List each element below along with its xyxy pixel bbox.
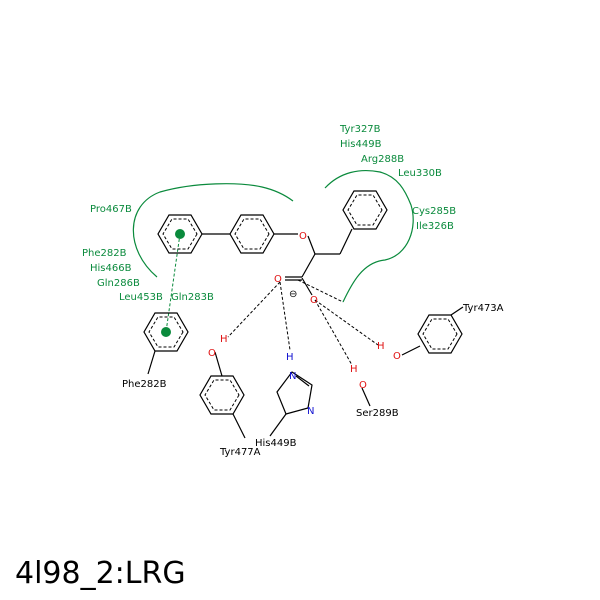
label-arg288b: Arg288B [361, 154, 404, 165]
tyr477-oxygen: O [208, 348, 216, 359]
ligand-ring-1 [157, 214, 203, 254]
tyr477-ring-aromatic [204, 379, 240, 411]
label-tyr477a: Tyr477A [219, 447, 261, 458]
his449-double-bond [295, 375, 310, 387]
label-gln286b: Gln286B [97, 278, 140, 289]
label-tyr473a: Tyr473A [462, 303, 504, 314]
label-gln283b: Gln283B [171, 292, 214, 303]
label-leu453b: Leu453B [119, 292, 163, 303]
ether-oxygen: O [299, 231, 307, 242]
tyr473-oxygen: O [393, 351, 401, 362]
label-cys285b: Cys285B [412, 206, 456, 217]
label-leu330b: Leu330B [398, 168, 442, 179]
ligand-ring-1-aromatic [162, 218, 198, 250]
tyr473-hydrogen: H [377, 341, 385, 352]
diagram-title: 4l98_2:LRG [15, 556, 186, 591]
label-ile326b: Ile326B [416, 221, 454, 232]
ser289-hydrogen: H [350, 364, 358, 375]
tyr477-hydrogen: H [220, 334, 228, 345]
benzyl-bond [339, 228, 353, 255]
carbonyl-oxygen: O [274, 274, 282, 285]
label-pro467b: Pro467B [90, 204, 132, 215]
hbond-tyr477 [227, 281, 281, 338]
carboxylate-bond [301, 277, 313, 296]
carboxylate-connector [297, 279, 344, 303]
label-his466b: His466B [90, 263, 132, 274]
phe282-bond [147, 350, 156, 375]
ligand-ring-3-aromatic [347, 194, 383, 226]
ligand-ring-2 [229, 214, 275, 254]
hbond-tyr473 [314, 299, 379, 346]
label-tyr327b: Tyr327B [339, 124, 381, 135]
tyr473-ring-aromatic [422, 318, 458, 350]
carboxyl-bond [301, 253, 316, 278]
phe282-ring-aromatic [148, 316, 184, 348]
ligand-ring-3 [342, 190, 388, 230]
ser289-oxygen: O [359, 380, 367, 391]
label-phe282b-hydrophobic: Phe282B [82, 248, 127, 259]
phe282-ring [143, 312, 189, 352]
tyr473-oh-bond [401, 345, 421, 356]
hbond-ser289 [314, 299, 353, 366]
label-his449b-hydrophobic: His449B [340, 139, 382, 150]
pi-ring-centroid-ligand [175, 229, 185, 239]
ser289-bond [361, 387, 371, 407]
label-ser289b: Ser289B [356, 408, 399, 419]
pi-stacking-line [165, 233, 181, 333]
label-phe282b: Phe282B [122, 379, 167, 390]
carboxylate-oxygen: O [310, 295, 318, 306]
tyr477-oh-bond [214, 351, 223, 377]
negative-charge: ⊖ [289, 289, 297, 300]
label-his449b: His449B [255, 438, 297, 449]
tyr473-ca-bond [450, 306, 464, 316]
hbond-his449 [279, 281, 291, 351]
his449-ca-bond [269, 413, 287, 437]
pi-ring-centroid-phe282 [161, 327, 171, 337]
ether-bond-2 [307, 235, 316, 255]
his449-ring [276, 371, 313, 415]
ligand-ring-2-aromatic [234, 218, 270, 250]
hydrophobic-arc-left [132, 183, 294, 278]
his449-nitrogen-1: N [289, 371, 296, 382]
his449-hydrogen: H [286, 352, 294, 363]
hydrophobic-arc-right [324, 169, 414, 303]
his449-nitrogen-2: N [307, 406, 314, 417]
tyr477-ca-bond [232, 413, 246, 439]
